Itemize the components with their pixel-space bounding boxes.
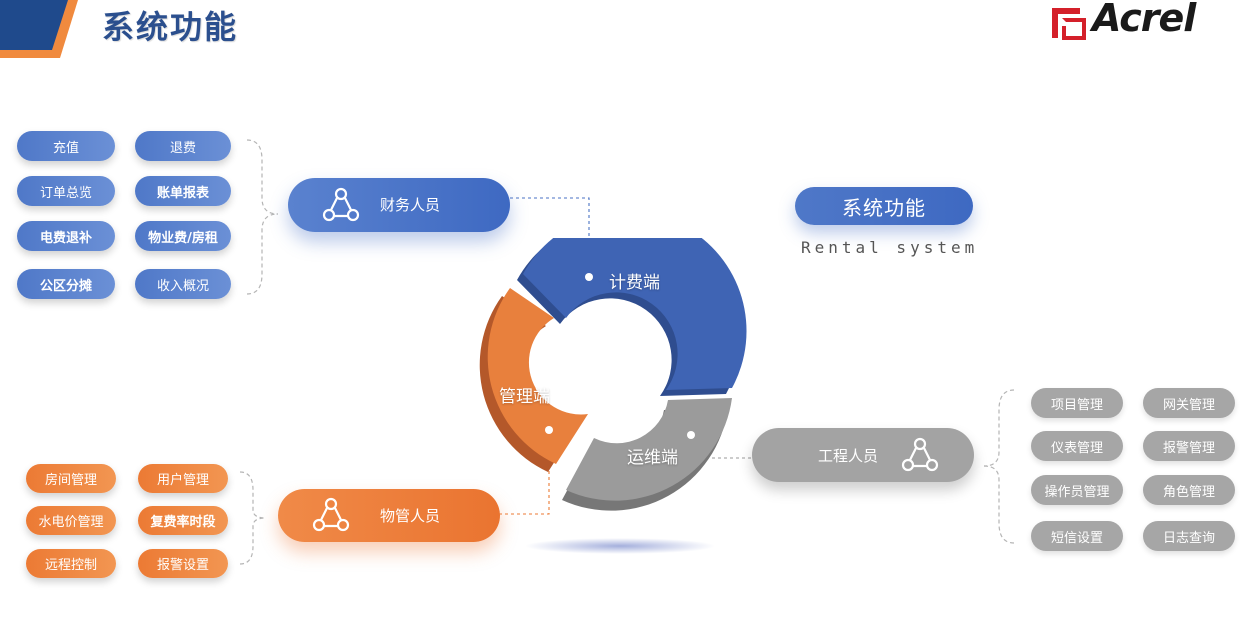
function-pill[interactable]: 网关管理: [1143, 388, 1235, 418]
function-pill[interactable]: 房间管理: [26, 464, 116, 493]
acrel-logo: Acrel: [1050, 0, 1230, 44]
system-badge: 系统功能: [795, 187, 973, 225]
function-pill[interactable]: 复费率时段: [138, 506, 228, 535]
corner-decoration: [0, 0, 90, 58]
function-pill[interactable]: 公区分摊: [17, 269, 115, 299]
people-network-icon: [322, 187, 360, 222]
role-label: 工程人员: [818, 447, 879, 465]
segment-dot: [545, 426, 553, 434]
system-subtitle: Rental system: [801, 238, 979, 257]
function-pill[interactable]: 日志查询: [1143, 521, 1235, 551]
role-label: 物管人员: [380, 507, 441, 525]
function-pill[interactable]: 用户管理: [138, 464, 228, 493]
function-pill[interactable]: 账单报表: [135, 176, 231, 206]
acrel-logo-icon: [1052, 8, 1086, 40]
system-ring: [479, 238, 747, 554]
people-network-icon: [901, 437, 939, 472]
role-property[interactable]: 物管人员: [278, 489, 500, 542]
function-pill[interactable]: 报警设置: [138, 549, 228, 578]
ring-shadow: [525, 538, 715, 554]
ring-label-ops: 运维端: [627, 448, 678, 468]
function-pill[interactable]: 物业费/房租: [135, 221, 231, 251]
role-label: 财务人员: [380, 196, 441, 214]
ring-label-management: 管理端: [499, 387, 550, 407]
function-pill[interactable]: 电费退补: [17, 221, 115, 251]
function-pill[interactable]: 退费: [135, 131, 231, 161]
function-pill[interactable]: 订单总览: [17, 176, 115, 206]
segment-dot: [687, 431, 695, 439]
segment-billing: [523, 238, 747, 390]
segment-dot: [585, 273, 593, 281]
role-finance[interactable]: 财务人员: [288, 178, 510, 232]
function-pill[interactable]: 短信设置: [1031, 521, 1123, 551]
function-pill[interactable]: 水电价管理: [26, 506, 116, 535]
segment-ops: [566, 398, 732, 501]
page-title: 系统功能: [102, 8, 239, 46]
segment-management: [487, 288, 588, 464]
function-pill[interactable]: 远程控制: [26, 549, 116, 578]
role-engineer[interactable]: 工程人员: [752, 428, 974, 482]
logo-text: Acrel: [1092, 0, 1196, 40]
function-pill[interactable]: 报警管理: [1143, 431, 1235, 461]
function-pill[interactable]: 收入概况: [135, 269, 231, 299]
function-pill[interactable]: 角色管理: [1143, 475, 1235, 505]
function-pill[interactable]: 充值: [17, 131, 115, 161]
ring-label-billing: 计费端: [609, 273, 660, 293]
function-pill[interactable]: 项目管理: [1031, 388, 1123, 418]
people-network-icon: [312, 497, 350, 532]
function-pill[interactable]: 操作员管理: [1031, 475, 1123, 505]
function-pill[interactable]: 仪表管理: [1031, 431, 1123, 461]
